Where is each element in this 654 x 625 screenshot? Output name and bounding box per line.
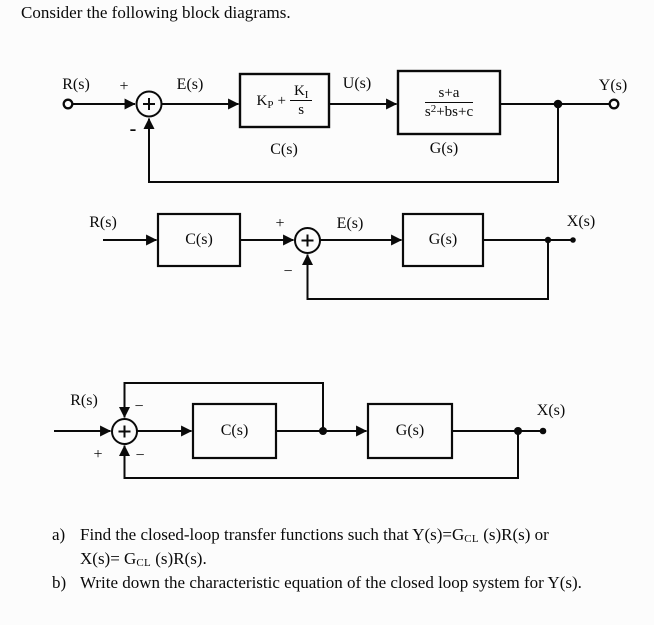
- question-a-line2: X(s)= GCL (s)R(s).: [80, 549, 207, 569]
- d3-input-label: R(s): [70, 392, 98, 409]
- block-diagram-1: [62, 69, 620, 183]
- controller-block: [238, 72, 331, 129]
- block-diagram-3: [54, 382, 547, 479]
- d3-controller-block-label: C(s): [220, 422, 249, 439]
- d1-sum-plus-sign: +: [119, 78, 129, 95]
- d1-error-label: E(s): [176, 76, 204, 93]
- input-terminal: [62, 98, 74, 110]
- question-a-marker: a): [52, 525, 66, 544]
- output-terminal: [570, 237, 576, 243]
- d1-control-signal-label: U(s): [342, 75, 372, 92]
- d1-sum-minus-sign: -: [129, 118, 137, 140]
- plus-icon: [301, 234, 314, 247]
- d2-error-label: E(s): [336, 215, 364, 232]
- d1-output-label: Y(s): [598, 77, 628, 94]
- output-terminal: [608, 98, 620, 110]
- d3-sum-minus-top-sign: −: [134, 398, 144, 415]
- inner-feedback-line: [119, 382, 324, 431]
- d1-input-label: R(s): [62, 76, 90, 93]
- d2-sum-minus-sign: −: [283, 263, 293, 280]
- feedback-line: [143, 104, 559, 183]
- d3-output-label: X(s): [536, 402, 566, 419]
- d2-controller-block-label: C(s): [185, 231, 213, 248]
- block-diagram-2: [103, 212, 576, 300]
- outer-feedback-line: [119, 431, 519, 479]
- d2-output-label: X(s): [566, 213, 596, 230]
- question-b-text: Write down the characteristic equation o…: [80, 573, 582, 592]
- question-a-line1: Find the closed-loop transfer functions …: [80, 525, 549, 545]
- takeoff-point: [319, 427, 327, 435]
- d2-sum-plus-sign: +: [275, 215, 285, 232]
- page-title: Consider the following block diagrams.: [21, 3, 291, 22]
- d1-plant-caption: G(s): [429, 140, 459, 157]
- plant-block: [366, 402, 454, 460]
- controller-block: [191, 402, 278, 460]
- plus-icon: [143, 98, 155, 110]
- feedback-line: [302, 240, 549, 300]
- plus-icon: [118, 425, 131, 438]
- d2-input-label: R(s): [89, 214, 117, 231]
- d3-plant-block-label: G(s): [395, 422, 425, 439]
- d3-sum-minus-bottom-sign: −: [135, 447, 145, 464]
- d2-plant-block-label: G(s): [428, 231, 458, 248]
- output-terminal: [539, 427, 547, 435]
- question-b-marker: b): [52, 573, 67, 592]
- controller-block: [156, 212, 242, 268]
- d3-sum-plus-sign: +: [93, 446, 103, 463]
- d1-controller-caption: C(s): [270, 141, 298, 158]
